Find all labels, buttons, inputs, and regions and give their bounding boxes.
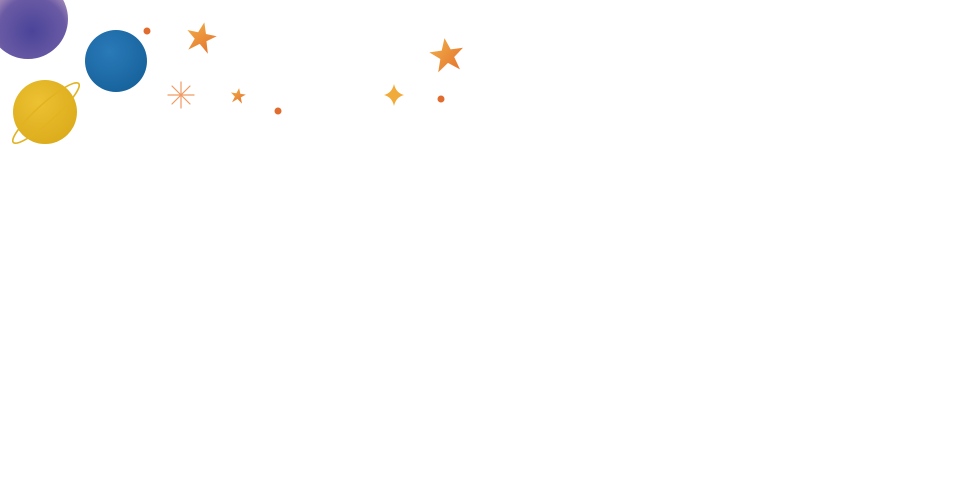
purple-planet-icon <box>0 0 68 59</box>
space-decoration <box>0 0 463 144</box>
star-icon <box>429 38 463 73</box>
blue-planet-icon <box>85 30 147 92</box>
dot-icon <box>143 27 151 35</box>
dot-icon <box>274 107 282 115</box>
ringed-planet-icon <box>11 80 81 144</box>
star-icon <box>230 88 246 104</box>
star-icon <box>187 22 217 54</box>
sparkle-icon <box>384 84 404 106</box>
dot-icon <box>437 95 445 103</box>
sparkle-icon <box>167 81 195 109</box>
